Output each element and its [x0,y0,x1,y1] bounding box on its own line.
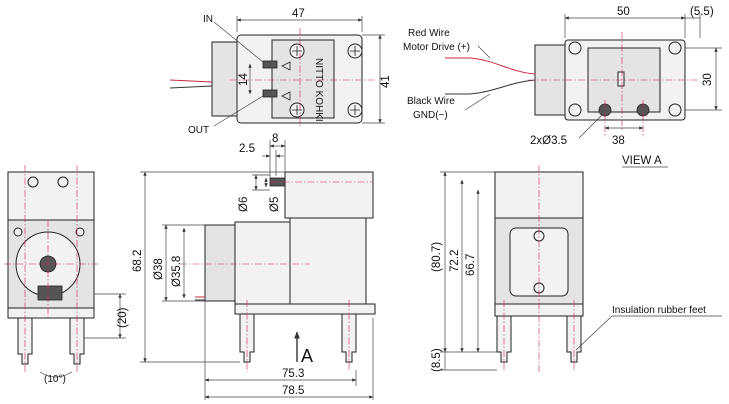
top-view: NITTO KOHKI 47 41 14 IN OUT [169,8,392,136]
dim-port-spacing: 14 [238,73,250,86]
label-motor-drive: Motor Drive (+) [403,42,470,53]
dim-motor-dia-358: Ø35.8 [171,256,183,287]
right-side-view: (80.7) 72.2 66.7 (8.5) Insulation rubber… [431,165,722,372]
dim-side-port-len: 8 [272,133,278,145]
top-view-motor-flange [211,41,238,117]
dim-right-807: (80.7) [431,242,443,272]
dim-right-722: 72.2 [449,250,461,272]
dim-left-port-len: (20) [117,307,129,328]
out-port [262,89,278,98]
left-pump-head [7,171,95,221]
label-in: IN [203,14,213,25]
dim-top-height: 41 [380,75,392,88]
dim-length-753: 75.3 [282,368,304,380]
dim-side-port-step: 2.5 [239,143,255,155]
left-front-view: (20) (10°) [4,165,129,385]
label-black-wire: Black Wire [407,96,455,107]
dim-port-dia-5: Ø5 [269,197,281,212]
in-port [262,60,278,69]
dim-length-785: 78.5 [282,385,304,397]
side-motor-body [234,221,296,305]
side-motor-can [204,224,236,302]
label-view-a: VIEW A [622,155,662,167]
flow-arrow-icon [281,61,291,101]
label-red-wire: Red Wire [408,28,450,39]
dim-top-width: 47 [292,8,305,20]
dim-motor-dia-38: Ø38 [153,258,165,280]
dim-holes: 2xØ3.5 [530,135,567,147]
view-a: 50 (5.5) 30 38 2xØ3.5 VIEW A Red Wire Mo… [403,6,722,168]
dim-hole-spacing: 38 [612,135,625,147]
label-insulation: Insulation rubber feet [612,305,706,316]
side-frame [289,217,367,305]
dim-left-angle: (10°) [44,374,66,385]
brand-text: NITTO KOHKI [313,58,324,122]
label-out: OUT [188,125,209,136]
center-side-view: 8 2.5 Ø6 Ø5 68.2 Ø38 Ø35.8 75.3 78.5 A [132,133,376,400]
dim-view-a-height: 30 [702,73,714,86]
dim-right-667: 66.7 [465,254,477,276]
side-base [234,303,376,315]
dim-port-dia-6: Ø6 [238,197,250,212]
dim-view-a-width: 50 [617,6,630,18]
label-arrow-a: A [301,346,313,366]
dim-overall-height: 68.2 [132,250,144,272]
side-pump-head [284,171,374,219]
dim-right-85: (8.5) [431,348,443,372]
dim-view-a-offset: (5.5) [690,6,714,18]
label-gnd: GND(−) [413,110,448,121]
connector-icon [37,285,63,301]
